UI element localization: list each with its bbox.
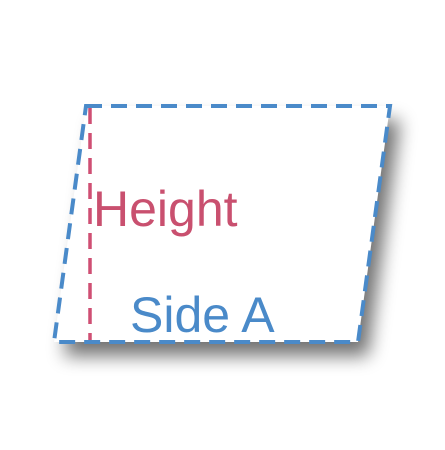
parallelogram-fill: [54, 106, 390, 342]
height-label: Height: [93, 181, 238, 237]
parallelogram-outline: [51, 104, 393, 344]
side-a-label: Side A: [130, 287, 275, 343]
